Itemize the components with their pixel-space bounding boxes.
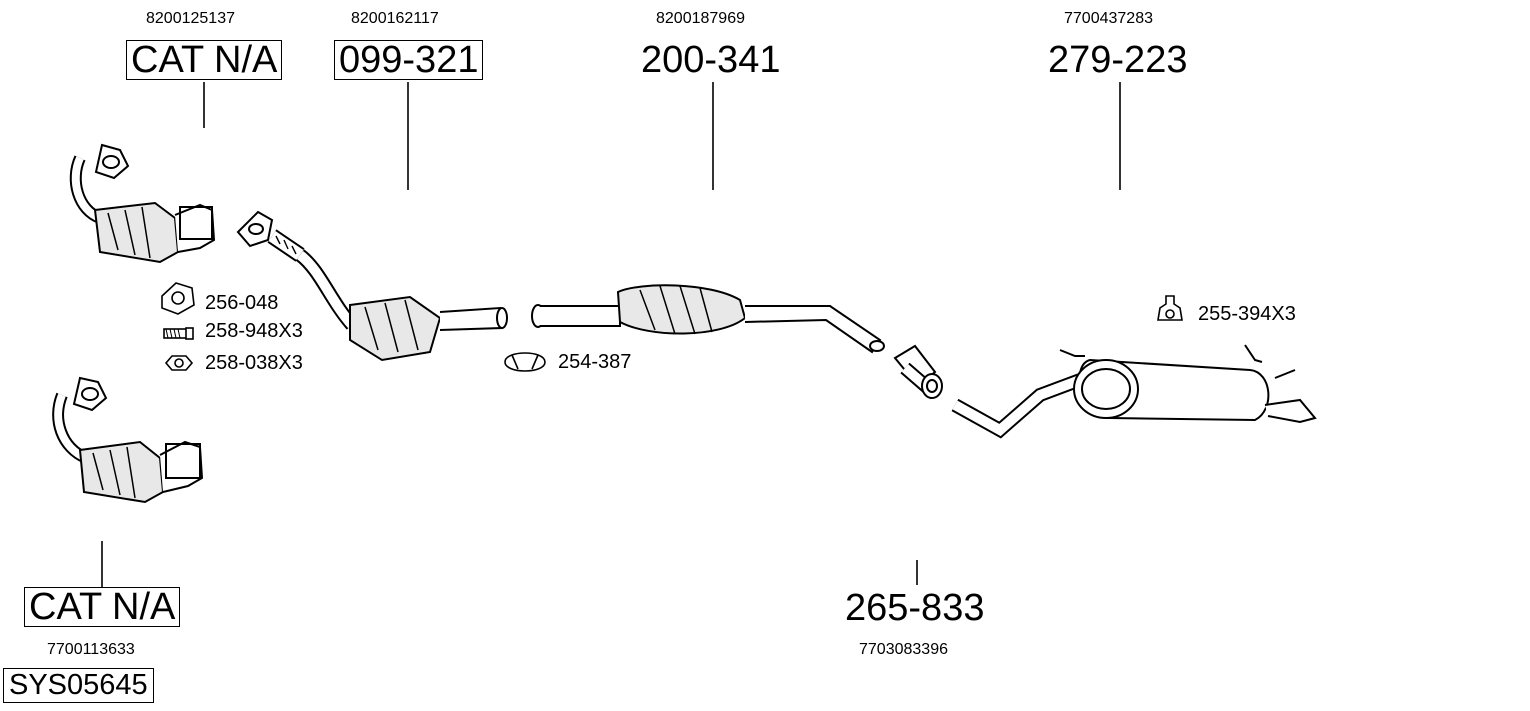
part-number-rear-silencer[interactable]: 279-223 xyxy=(1048,39,1188,81)
rear-silencer-drawing xyxy=(951,344,1317,439)
oem-rear-silencer: 7700437283 xyxy=(1064,10,1153,27)
oem-cat-lower: 7700113633 xyxy=(47,641,135,658)
oem-connector-pipe: 7703083396 xyxy=(859,641,948,658)
oem-front-pipe: 8200162117 xyxy=(351,10,439,27)
bolt-icon xyxy=(163,327,194,340)
part-number-catalyst-center[interactable]: 200-341 xyxy=(641,39,781,81)
oem-catalyst-center: 8200187969 xyxy=(656,10,745,27)
cat-lower-drawing xyxy=(52,376,204,504)
catalyst-center-drawing xyxy=(531,284,885,354)
part-number-cat-lower[interactable]: CAT N/A xyxy=(24,587,181,627)
oem-cat-upper: 8200125137 xyxy=(146,10,235,27)
nut-icon xyxy=(164,355,194,371)
part-number-cat-upper[interactable]: CAT N/A xyxy=(126,40,283,80)
rubber-mount-icon xyxy=(1157,295,1183,321)
accessory-label-clamp[interactable]: 254-387 xyxy=(558,351,632,373)
clamp-icon xyxy=(504,352,546,372)
front-pipe-drawing xyxy=(236,210,508,362)
accessory-label-nut[interactable]: 258-038X3 xyxy=(205,352,303,374)
accessory-label-rubber-mount[interactable]: 255-394X3 xyxy=(1198,303,1296,325)
accessory-label-bolt[interactable]: 258-948X3 xyxy=(205,320,303,342)
accessory-label-gasket[interactable]: 256-048 xyxy=(205,292,279,314)
part-number-connector-pipe[interactable]: 265-833 xyxy=(845,587,985,629)
connector-pipe-drawing xyxy=(893,344,943,400)
cat-upper-drawing xyxy=(69,143,216,264)
part-number-front-pipe[interactable]: 099-321 xyxy=(334,40,484,80)
system-code: SYS05645 xyxy=(3,668,154,703)
